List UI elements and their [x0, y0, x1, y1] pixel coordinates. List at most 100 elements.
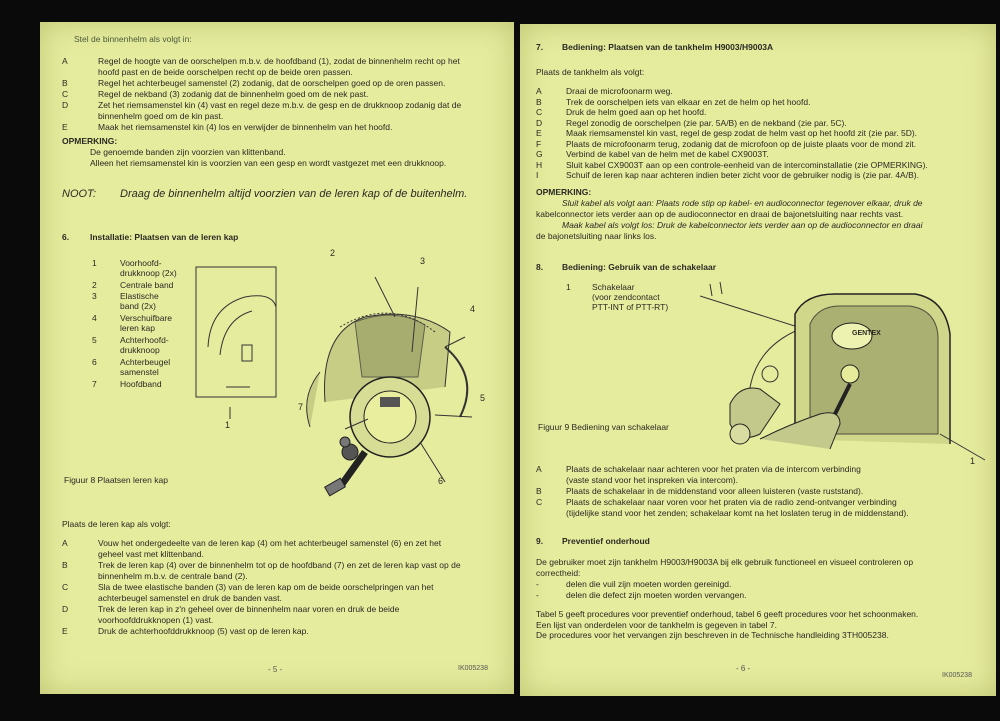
step-text: Regel zonodig de oorschelpen (zie par. 5…	[566, 117, 847, 128]
intro-text: Stel de binnenhelm als volgt in:	[74, 34, 192, 44]
microphone	[324, 477, 346, 497]
step-text: Sluit kabel CX9003T aan op een controle-…	[566, 159, 928, 170]
opmerking-line: De genoemde banden zijn voorzien van kli…	[90, 147, 286, 157]
bullet-item: delen die vuil zijn moeten worden gerein…	[566, 579, 732, 589]
step-key: E	[62, 626, 68, 636]
step-key: E	[62, 122, 68, 132]
callout-1: 1	[970, 456, 976, 466]
legend-label: Verschuifbare leren kap	[120, 313, 172, 333]
section-8-title: Bediening: Gebruik van de schakelaar	[562, 262, 717, 272]
page-number: - 6 -	[736, 664, 751, 673]
step-key: D	[62, 100, 69, 110]
legend-label: Hoofdband	[120, 379, 162, 389]
right-page: 7. Bediening: Plaatsen van de tankhelm H…	[520, 24, 996, 696]
legend-label: Achterhoofd- drukknoop	[120, 335, 169, 355]
figure-9-helmet-illustration	[700, 281, 986, 461]
step-key: A	[62, 538, 68, 548]
callout-4: 4	[470, 304, 476, 314]
step-text: Sla de twee elastische banden (3) van de…	[98, 582, 434, 603]
step-text: Trek de oorschelpen iets van elkaar en z…	[566, 96, 811, 107]
step-text: Verbind de kabel van de helm met de kabe…	[566, 149, 769, 159]
legend-number: 1	[92, 258, 97, 268]
legend-label: Elastische band (2x)	[120, 291, 159, 311]
ear-cup-badge	[380, 397, 400, 407]
callout-1: 1	[225, 420, 231, 430]
step-text: Vouw het ondergedeelte van de leren kap …	[98, 538, 442, 559]
noot-text: Draag de binnenhelm altijd voorzien van …	[120, 188, 468, 200]
section-7-intro: Plaats de tankhelm als volgt:	[536, 67, 645, 77]
callout-6: 6	[438, 476, 444, 486]
callout-3: 3	[420, 256, 426, 266]
leather-cap	[354, 314, 426, 378]
opmerking-line: de bajonetsluiting naar links los.	[536, 231, 657, 241]
step-key: E	[536, 128, 542, 138]
step-key: H	[536, 159, 543, 170]
step-key: A	[536, 86, 542, 96]
step-text: Maak het riemsamenstel kin (4) los en ve…	[98, 122, 393, 132]
step-key: I	[536, 170, 539, 180]
step-key: D	[536, 117, 543, 128]
opmerking-line: Maak kabel als volgt los: Druk de kabelc…	[562, 220, 923, 230]
figure-9-caption: Figuur 9 Bediening van schakelaar	[538, 422, 669, 432]
bullet-dash: -	[536, 579, 539, 589]
callout-5: 5	[480, 393, 486, 403]
section-9-closing: Tabel 5 geeft procedures voor preventief…	[536, 609, 919, 640]
step-key: G	[536, 149, 543, 159]
step-key: F	[536, 138, 542, 149]
opmerking-line: Alleen het riemsamenstel kin is voorzien…	[90, 158, 447, 168]
step-key: D	[62, 604, 69, 614]
bullet-dash: -	[536, 590, 539, 600]
microphone-arm	[337, 449, 368, 490]
step-key: B	[536, 486, 542, 496]
legend-number: 1	[566, 282, 571, 292]
step-text: Trek de leren kap in z'n geheel over de …	[98, 604, 400, 625]
step-text: Draai de microfoonarm weg.	[566, 86, 673, 96]
steps-intro: Plaats de leren kap als volgt:	[62, 519, 171, 529]
step-key: A	[62, 56, 68, 66]
legend-number: 6	[92, 357, 97, 367]
opmerking-line: kabelconnector iets verder aan op de aud…	[536, 209, 904, 219]
step-key: C	[62, 582, 69, 592]
left-page: Stel de binnenhelm als volgt in: A Regel …	[40, 22, 514, 694]
figure-8-caption: Figuur 8 Plaatsen leren kap	[64, 475, 168, 485]
step-text: Trek de leren kap (4) over de binnenhelm…	[98, 560, 461, 581]
legend-number: 4	[92, 313, 97, 323]
section-6-number: 6.	[62, 232, 70, 242]
gentex-label: GENTEX	[852, 330, 881, 337]
step-text: Plaats de schakelaar in de middenstand v…	[566, 486, 864, 496]
step-text: Plaats de microfoonarm terug, zodanig da…	[566, 138, 917, 149]
section-9-number: 9.	[536, 536, 544, 546]
step-text: Regel het achterbeugel samenstel (2) zod…	[98, 78, 446, 88]
step-key: B	[62, 78, 68, 88]
opmerking-line: Sluit kabel als volgt aan: Plaats rode s…	[562, 198, 923, 208]
callout-2: 2	[330, 248, 336, 258]
noot-label: NOOT:	[62, 188, 97, 200]
step-text: Druk de helm goed aan op het hoofd.	[566, 107, 707, 117]
gentex-badge	[831, 322, 873, 350]
legend-label: Centrale band	[120, 280, 174, 290]
ptt-switch	[840, 364, 860, 384]
microphone	[729, 423, 751, 445]
step-key: B	[62, 560, 68, 570]
page-number: - 5 -	[268, 665, 283, 674]
section-7-number: 7.	[536, 42, 544, 52]
inset-frame	[195, 266, 277, 398]
step-text: Zet het riemsamenstel kin (4) vast en re…	[98, 100, 462, 121]
opmerking-title: OPMERKING:	[536, 187, 592, 197]
opmerking-title: OPMERKING:	[62, 136, 118, 146]
section-9-paragraph: De gebruiker moet zijn tankhelm H9003/H9…	[536, 557, 914, 578]
step-text: Regel de hoogte van de oorschelpen m.b.v…	[98, 56, 460, 77]
doc-code: IK005238	[942, 672, 972, 679]
step-text: Plaats de schakelaar naar voren voor het…	[566, 497, 909, 518]
step-text: Druk de achterhoofddrukknoop (5) vast op…	[98, 626, 309, 636]
step-key: A	[536, 464, 542, 474]
legend-number: 5	[92, 335, 97, 345]
legend-number: 2	[92, 280, 97, 290]
legend-number: 3	[92, 291, 97, 301]
step-text: Maak riemsamenstel kin vast, regel de ge…	[566, 128, 918, 138]
figure-8-helmet-illustration	[195, 266, 473, 497]
legend-label: Schakelaar (voor zendcontact PTT-INT of …	[592, 282, 669, 312]
doc-code: IK005238	[458, 665, 488, 672]
step-key: C	[536, 497, 543, 507]
legend-number: 7	[92, 379, 97, 389]
